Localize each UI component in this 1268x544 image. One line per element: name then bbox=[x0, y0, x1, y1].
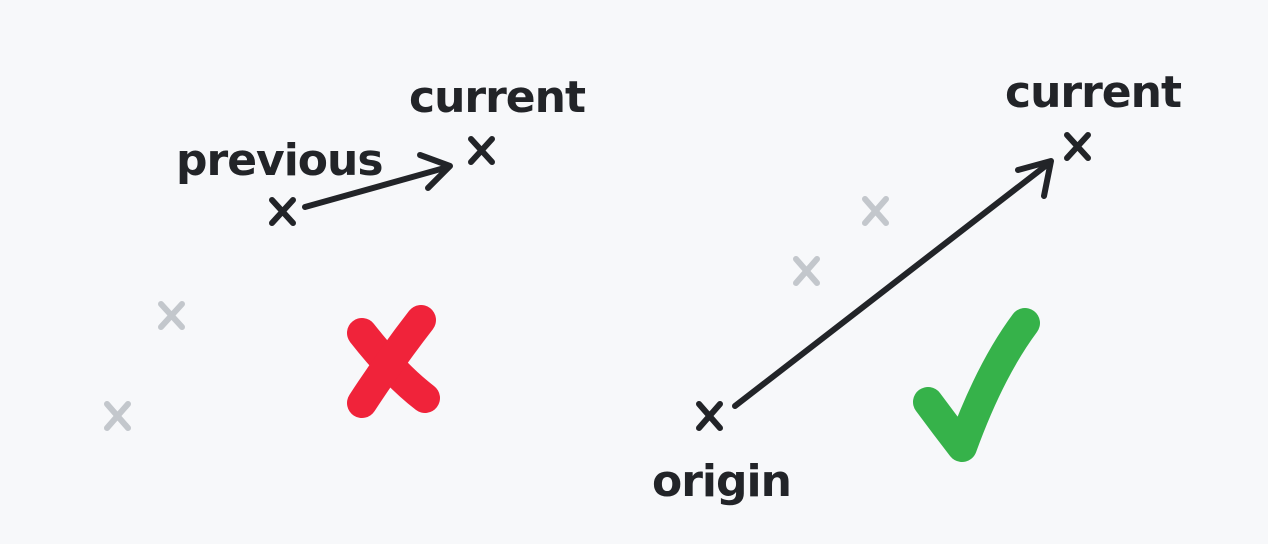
current-x-marker-icon bbox=[1064, 132, 1091, 161]
previous-label: previous bbox=[176, 135, 383, 186]
origin-to-current-arrow bbox=[732, 158, 1054, 409]
green-check-icon bbox=[913, 308, 1040, 462]
left-panel: current previous bbox=[104, 72, 587, 431]
right-current-label: current bbox=[1005, 67, 1182, 118]
origin-label: origin bbox=[652, 456, 791, 507]
current-x-marker-icon bbox=[468, 136, 495, 165]
origin-x-marker-icon bbox=[696, 401, 723, 431]
faded-x-marker-icon bbox=[104, 401, 131, 431]
right-panel: current origin bbox=[652, 67, 1183, 507]
faded-x-marker-icon bbox=[158, 301, 185, 330]
faded-x-marker-icon bbox=[862, 196, 889, 226]
left-current-label: current bbox=[409, 72, 586, 123]
faded-x-marker-icon bbox=[793, 256, 820, 286]
red-cross-icon bbox=[347, 305, 440, 418]
previous-x-marker-icon bbox=[269, 197, 296, 226]
previous-to-current-arrow bbox=[302, 152, 453, 210]
